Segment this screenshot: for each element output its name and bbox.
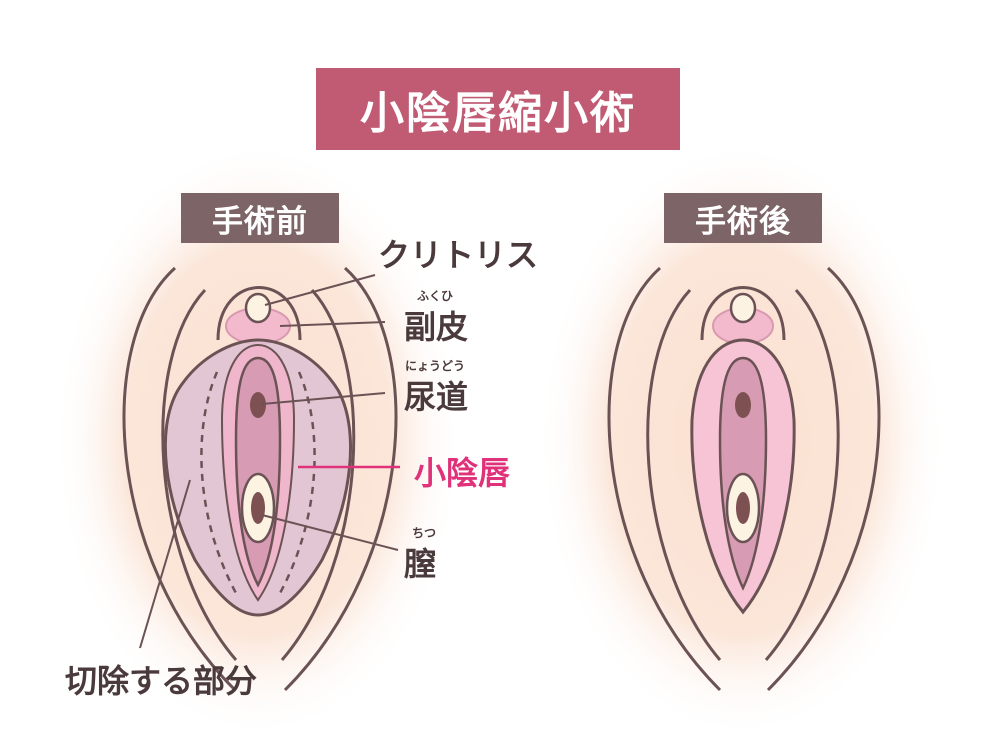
urethra-shape	[250, 392, 266, 418]
before-diagram	[53, 140, 463, 740]
label-prepuce-ruby: ふくひ	[417, 289, 454, 303]
leader-removal	[139, 479, 191, 649]
vagina-inner-after	[736, 492, 750, 524]
label-urethra: 尿道	[404, 378, 469, 416]
label-clitoris: クリトリス	[378, 236, 539, 274]
label-labia-minora: 小陰唇	[414, 454, 511, 492]
before-tag: 手術前	[181, 193, 339, 243]
cut-line-left	[200, 371, 239, 596]
vagina-inner	[251, 492, 265, 524]
labia-majora-right	[280, 288, 356, 661]
labia-majora-left-after	[646, 288, 722, 661]
label-prepuce: 副皮	[404, 308, 469, 346]
leader-prepuce	[279, 321, 386, 327]
outer-contour-left-after	[607, 266, 722, 692]
outer-contour-left	[122, 266, 237, 692]
outer-contour-right-after	[766, 266, 881, 692]
label-vagina-ruby: ちつ	[412, 526, 437, 540]
page-title: 小陰唇縮小術	[316, 68, 680, 150]
label-vagina: 膣	[404, 545, 437, 583]
leader-vagina	[261, 514, 399, 551]
labia-majora-right-after	[764, 288, 840, 661]
clitoris-shape	[244, 292, 272, 324]
cut-line-right	[277, 371, 316, 596]
leader-urethra	[261, 392, 386, 405]
urethra-shape-after	[735, 392, 751, 418]
leader-clitoris	[264, 274, 376, 306]
after-tag: 手術後	[664, 193, 822, 243]
outer-contour-right	[283, 266, 398, 692]
label-urethra-ruby: にょうどう	[405, 359, 466, 373]
label-removal: 切除する部分	[65, 662, 258, 700]
labia-majora-left	[161, 288, 238, 661]
clitoris-shape-after	[729, 292, 757, 324]
after-diagram	[537, 140, 947, 740]
